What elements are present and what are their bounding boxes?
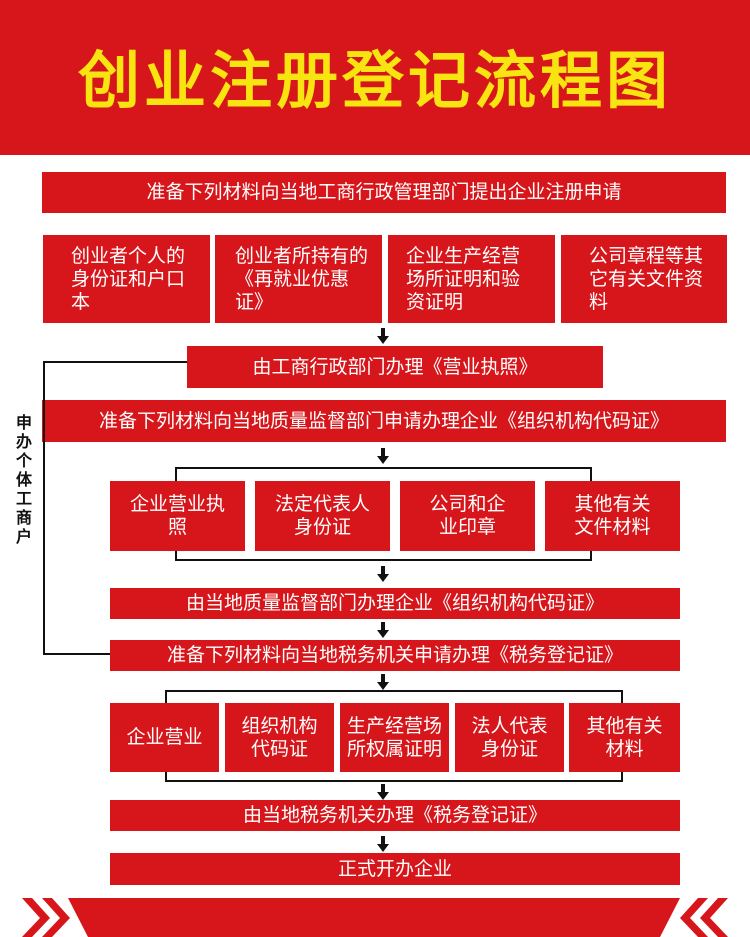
material-box: 公司章程等其它有关文件资料 xyxy=(561,235,727,323)
bracket-line xyxy=(175,467,592,469)
step-apply-org-code: 准备下列材料向当地质量监督部门申请办理企业《组织机构代码证》 xyxy=(42,400,726,442)
bypass-line xyxy=(43,361,45,655)
bracket-line xyxy=(175,559,592,561)
material-box: 创业者所持有的《再就业优惠证》 xyxy=(215,235,382,323)
material-box: 公司和企业印章 xyxy=(400,481,535,551)
step-apply-business: 准备下列材料向当地工商行政管理部门提出企业注册申请 xyxy=(42,172,726,213)
chevron-right-icon xyxy=(22,898,50,937)
material-box: 企业营业执照 xyxy=(110,481,245,551)
material-box: 法定代表人身份证 xyxy=(255,481,390,551)
footer-chevron-band xyxy=(22,898,728,937)
bracket-line xyxy=(165,690,623,692)
material-box: 法人代表身份证 xyxy=(455,703,564,772)
material-box: 其他有关文件材料 xyxy=(545,481,680,551)
material-box: 企业营业 xyxy=(110,703,219,772)
bracket-line xyxy=(165,780,623,782)
step-tax-issued: 由当地税务机关办理《税务登记证》 xyxy=(110,800,680,831)
material-box: 企业生产经营场所证明和验资证明 xyxy=(388,235,555,323)
step-open-business: 正式开办企业 xyxy=(110,853,680,885)
header-banner xyxy=(0,0,750,155)
step-apply-tax: 准备下列材料向当地税务机关申请办理《税务登记证》 xyxy=(110,640,680,671)
side-label: 申办个体工商户 xyxy=(15,413,32,546)
material-box: 生产经营场所权属证明 xyxy=(340,703,449,772)
bypass-line xyxy=(43,361,187,363)
step-business-license: 由工商行政部门办理《营业执照》 xyxy=(187,346,603,388)
chevron-right-icon xyxy=(42,898,70,937)
bypass-line xyxy=(43,653,110,655)
chevron-left-icon xyxy=(680,898,708,937)
material-box: 组织机构代码证 xyxy=(225,703,334,772)
page-title: 创业注册登记流程图 xyxy=(77,44,672,117)
step-org-code-issued: 由当地质量监督部门办理企业《组织机构代码证》 xyxy=(110,588,680,619)
material-box: 创业者个人的身份证和户口本 xyxy=(43,235,210,323)
chevron-left-icon xyxy=(700,898,728,937)
material-box: 其他有关材料 xyxy=(569,703,680,772)
